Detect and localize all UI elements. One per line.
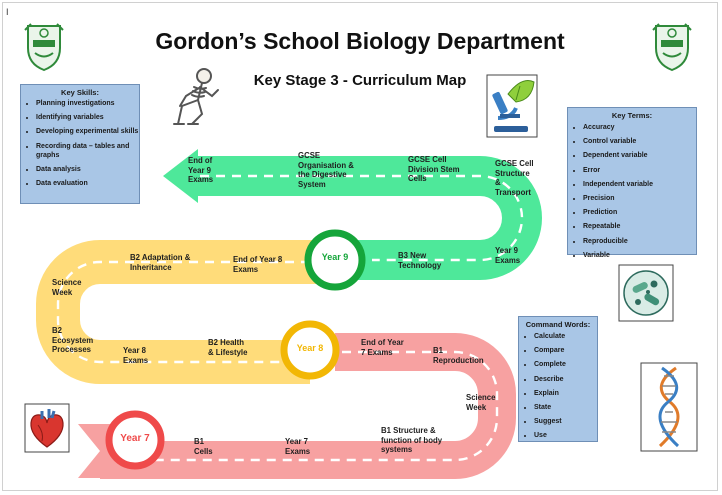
list-item: Compare xyxy=(534,346,597,355)
year9-label: Year 9 xyxy=(321,252,349,262)
key-terms-heading: Key Terms: xyxy=(611,111,653,120)
list-item: Suggest xyxy=(534,417,597,426)
dna-icon xyxy=(640,362,698,452)
bacteria-icon xyxy=(618,264,674,322)
command-words-heading: Command Words: xyxy=(525,320,591,329)
list-item: Dependent variable xyxy=(583,151,696,160)
green-label-gcse-cell-structure: GCSE Cell Structure & Transport xyxy=(495,159,534,197)
green-dash-line xyxy=(200,174,524,262)
green-label-end-year9-exams: End of Year 9 Exams xyxy=(188,156,214,184)
year8-ring xyxy=(280,320,340,380)
command-words-list: Calculate Compare Complete Describe Expl… xyxy=(519,332,597,440)
list-item: Data evaluation xyxy=(36,179,139,188)
red-label-year7-exams: Year 7 Exams xyxy=(285,437,311,456)
red-label-b1-reproduction: B1 Reproduction xyxy=(433,346,484,365)
red-label-b1-cells: B1 Cells xyxy=(194,437,213,456)
list-item: Precision xyxy=(583,194,696,203)
key-terms-list: Accuracy Control variable Dependent vari… xyxy=(568,123,696,260)
list-item: State xyxy=(534,403,597,412)
list-item: Developing experimental skills xyxy=(36,127,139,136)
yellow-label-b2-health: B2 Health & Lifestyle xyxy=(208,338,248,357)
red-label-end-year7-exams: End of Year 7 Exams xyxy=(361,338,404,357)
list-item: Prediction xyxy=(583,208,696,217)
microscope-icon xyxy=(486,74,538,138)
key-terms-panel: Key Terms: Accuracy Control variable Dep… xyxy=(567,107,697,259)
green-label-b3-new-technology: B3 New Technology xyxy=(398,251,442,270)
key-skills-list: Planning investigations Identifying vari… xyxy=(21,99,139,188)
school-crest-icon xyxy=(20,20,68,72)
list-item: Describe xyxy=(534,375,597,384)
green-label-year9-exams: Year 9 Exams xyxy=(495,246,521,265)
list-item: Explain xyxy=(534,389,597,398)
list-item: Planning investigations xyxy=(36,99,139,108)
skeleton-icon xyxy=(158,66,226,130)
list-item: Data analysis xyxy=(36,165,139,174)
list-item: Complete xyxy=(534,360,597,369)
list-item: Repeatable xyxy=(583,222,696,231)
yellow-label-year8-exams: Year 8 Exams xyxy=(123,346,149,365)
year7-ring xyxy=(105,410,165,470)
year9-ring xyxy=(304,229,366,291)
heart-icon xyxy=(24,403,70,453)
list-item: Use xyxy=(534,431,597,440)
year7-label: Year 7 xyxy=(120,433,150,444)
yellow-label-b2-adaptation: B2 Adaptation & Inheritance xyxy=(130,253,191,272)
page-subtitle: Key Stage 3 - Curriculum Map xyxy=(253,72,467,89)
list-item: Identifying variables xyxy=(36,113,139,122)
list-item: Independent variable xyxy=(583,180,696,189)
slide-frame xyxy=(2,2,718,491)
command-words-panel: Command Words: Calculate Compare Complet… xyxy=(518,316,598,442)
green-label-gcse-cell-division: GCSE Cell Division Stem Cells xyxy=(408,155,460,183)
list-item: Reproducible xyxy=(583,237,696,246)
list-item: Error xyxy=(583,166,696,175)
list-item: Accuracy xyxy=(583,123,696,132)
red-label-science-week: Science Week xyxy=(466,393,496,412)
text-cursor: I xyxy=(6,7,9,17)
yellow-label-end-year8-exams: End of Year 8 Exams xyxy=(233,255,283,274)
school-crest-icon xyxy=(648,20,696,72)
yellow-dash-line xyxy=(56,260,310,364)
green-label-gcse-organisation: GCSE Organisation & the Digestive System xyxy=(298,151,354,189)
list-item: Recording data – tables and graphs xyxy=(36,142,139,160)
list-item: Control variable xyxy=(583,137,696,146)
red-dash-line xyxy=(150,350,499,462)
yellow-label-science-week: Science Week xyxy=(52,278,82,297)
page-title: Gordon’s School Biology Department xyxy=(155,28,565,54)
year8-label: Year 8 xyxy=(296,343,324,353)
key-skills-heading: Key Skills: xyxy=(61,88,99,97)
list-item: Variable xyxy=(583,251,696,260)
list-item: Calculate xyxy=(534,332,597,341)
key-skills-panel: Key Skills: Planning investigations Iden… xyxy=(20,84,140,204)
yellow-label-b2-ecosystem: B2 Ecosystem Processes xyxy=(52,326,94,354)
green-road-arrowhead xyxy=(163,149,198,203)
red-label-b1-structure: B1 Structure & function of body systems xyxy=(381,426,443,454)
